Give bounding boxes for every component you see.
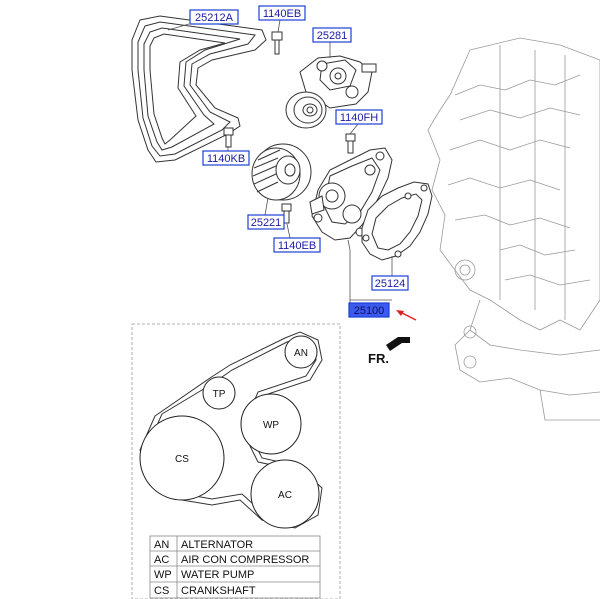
callout-25221-label: 25221 xyxy=(251,217,282,229)
bolt-1140eb-top-part xyxy=(271,31,283,55)
water-pump-pulley-part xyxy=(251,143,312,201)
callout-1140eb-top-label: 1140EB xyxy=(263,8,301,20)
callout-25100-label: 25100 xyxy=(354,305,385,317)
belt-routing-inset: AN TP WP CS AC xyxy=(131,323,341,599)
callout-25124-label: 25124 xyxy=(375,278,406,290)
callout-25212a[interactable]: 25212A xyxy=(189,9,239,25)
callout-1140kb-label: 1140KB xyxy=(207,153,245,165)
callout-25281[interactable]: 25281 xyxy=(312,27,352,43)
pulley-an-label: AN xyxy=(294,348,308,359)
legend-table: AN ALTERNATOR AC AIR CON COMPRESSOR WP W… xyxy=(149,535,321,599)
pulley-tp: TP xyxy=(202,376,236,410)
pulley-ac: AC xyxy=(250,459,320,529)
legend-name: ALTERNATOR xyxy=(181,539,253,551)
legend-row: AN ALTERNATOR xyxy=(154,539,253,551)
front-marker-label: FR. xyxy=(368,351,389,366)
tensioner-part xyxy=(285,55,377,129)
legend-code: AN xyxy=(154,539,169,551)
leader-lines xyxy=(167,19,393,303)
callout-1140eb-bottom-label: 1140EB xyxy=(278,240,316,252)
legend-name: WATER PUMP xyxy=(181,569,254,581)
callout-25124[interactable]: 25124 xyxy=(371,275,409,291)
legend-code: CS xyxy=(154,585,169,597)
legend-code: AC xyxy=(154,554,169,566)
legend-row: AC AIR CON COMPRESSOR xyxy=(154,554,309,566)
drive-belt-part xyxy=(131,15,267,163)
legend-code: WP xyxy=(154,569,172,581)
pulley-wp-label: WP xyxy=(263,420,279,431)
bolt-1140kb-part xyxy=(223,127,234,148)
callout-25281-label: 25281 xyxy=(317,30,348,42)
callout-25221[interactable]: 25221 xyxy=(247,214,285,230)
pulley-tp-label: TP xyxy=(213,389,226,400)
pulley-ac-label: AC xyxy=(278,490,292,501)
callout-1140eb-top[interactable]: 1140EB xyxy=(258,5,306,21)
callout-25212a-label: 25212A xyxy=(195,12,234,24)
callout-25100[interactable]: 25100 xyxy=(348,302,390,318)
pulley-wp: WP xyxy=(240,393,302,455)
callout-1140fh[interactable]: 1140FH xyxy=(335,109,383,125)
gasket-part xyxy=(361,181,433,261)
callout-1140kb[interactable]: 1140KB xyxy=(202,150,250,166)
callout-1140eb-bottom[interactable]: 1140EB xyxy=(273,237,321,253)
legend-row: WP WATER PUMP xyxy=(154,569,254,581)
engine-block-outline xyxy=(427,37,600,421)
front-arrow-icon xyxy=(386,337,410,351)
callout-1140fh-label: 1140FH xyxy=(340,112,378,124)
legend-name: AIR CON COMPRESSOR xyxy=(181,554,309,566)
bolt-1140fh-part xyxy=(345,133,356,154)
legend-name: CRANKSHAFT xyxy=(181,585,256,597)
pointer-arrow-icon xyxy=(396,310,417,321)
pulley-an: AN xyxy=(284,335,318,369)
pulley-cs-label: CS xyxy=(175,454,189,465)
front-marker: FR. xyxy=(368,337,410,366)
water-pump-part xyxy=(309,147,393,241)
pulley-cs: CS xyxy=(139,415,225,501)
legend-row: CS CRANKSHAFT xyxy=(154,585,256,597)
